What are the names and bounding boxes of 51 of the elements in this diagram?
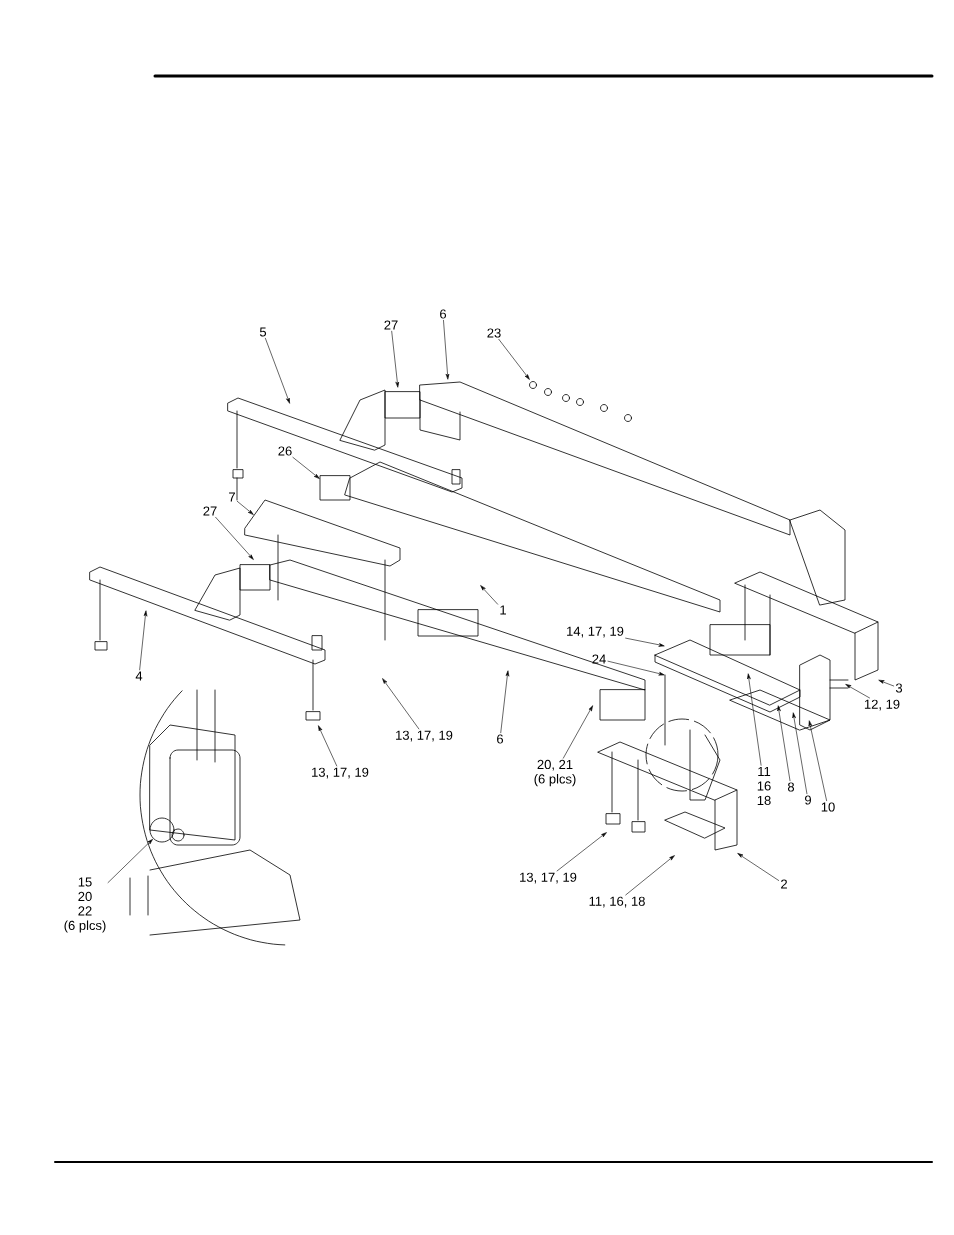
callout-number: 13, 17, 19 xyxy=(312,767,369,779)
callout-number: 13, 17, 19 xyxy=(396,730,453,742)
pin-washer xyxy=(149,817,175,843)
leader-line xyxy=(878,680,894,687)
callout-number: 20, 21 (6 plcs) xyxy=(534,759,576,787)
callout-number: 8 xyxy=(787,782,795,792)
leader-line xyxy=(318,725,338,767)
callout-number: 15 20 22 (6 plcs) xyxy=(64,877,106,933)
callout-number: 26 xyxy=(278,446,292,456)
callout-number: 3 xyxy=(895,683,903,693)
leader-line xyxy=(556,832,607,872)
callout-number: 27 xyxy=(203,506,217,516)
callout-number: 7 xyxy=(229,492,235,502)
leader-line xyxy=(563,705,593,759)
leader-line xyxy=(292,457,320,479)
leader-line xyxy=(443,320,450,380)
leader-line xyxy=(747,673,762,766)
callout-number: 24 xyxy=(592,654,606,664)
callout-number: 13, 17, 19 xyxy=(520,872,577,884)
callout-number: 11, 16, 18 xyxy=(589,896,645,908)
leader-line xyxy=(792,712,808,794)
leader-line xyxy=(500,670,509,733)
callout-number: 10 xyxy=(821,802,835,812)
callout-number: 11 16 18 xyxy=(757,767,771,806)
callout-number: 6 xyxy=(497,734,504,744)
leader-line xyxy=(845,684,870,699)
leader-line xyxy=(625,637,665,647)
callout-number: 27 xyxy=(384,320,398,330)
leader-line xyxy=(139,610,148,671)
callout-number: 5 xyxy=(259,327,267,337)
leader-line xyxy=(498,339,530,380)
leader-line xyxy=(607,660,665,676)
callout-number: 4 xyxy=(135,671,143,681)
leader-line xyxy=(808,720,827,801)
leader-line xyxy=(480,585,498,605)
callout-number: 9 xyxy=(805,795,811,805)
leader-line xyxy=(237,501,254,515)
callout-number: 6 xyxy=(440,309,447,319)
leader-line xyxy=(777,705,791,781)
callout-number: 12, 19 xyxy=(864,699,900,711)
leader-line xyxy=(391,330,399,388)
callout-number: 14, 17, 19 xyxy=(567,626,624,638)
leader-line xyxy=(265,337,290,404)
leader-line xyxy=(382,678,420,730)
callout-number: 1 xyxy=(500,605,506,615)
leader-line xyxy=(215,516,254,560)
callout-number: 2 xyxy=(781,879,787,889)
leader-line xyxy=(625,855,675,896)
leader-line xyxy=(737,853,779,881)
leader-line xyxy=(107,839,153,883)
callout-number: 23 xyxy=(487,328,501,338)
